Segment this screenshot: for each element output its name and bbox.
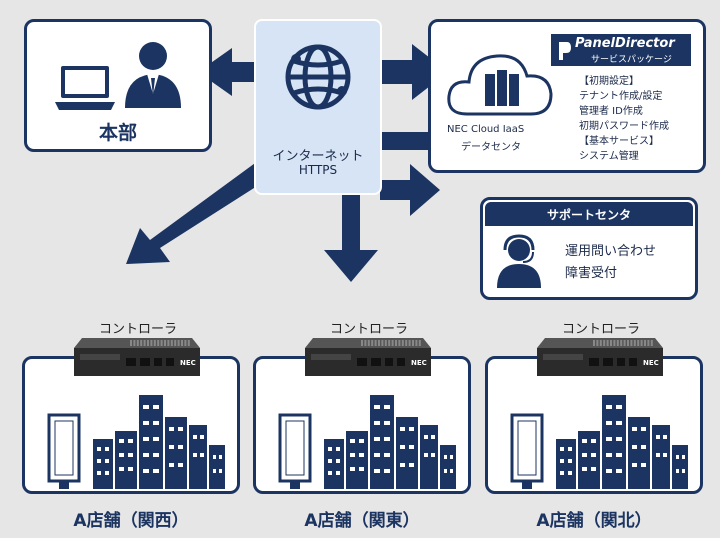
controller-label: コントローラ bbox=[561, 322, 640, 337]
support-title: サポートセンタ bbox=[546, 208, 631, 222]
globe-icon bbox=[285, 44, 351, 110]
hq-label: 本部 bbox=[98, 122, 137, 144]
support-line1: 運用問い合わせ bbox=[565, 244, 657, 259]
headset-person-icon bbox=[497, 234, 541, 288]
device-brand-label: NEC bbox=[411, 359, 427, 367]
person-icon bbox=[125, 42, 181, 108]
brand-name: PanelDirector bbox=[575, 36, 675, 51]
service-item: システム管理 bbox=[579, 151, 639, 162]
service-item: 管理者 ID作成 bbox=[579, 106, 643, 117]
device-brand-label: NEC bbox=[180, 359, 196, 367]
store-buildings-icon bbox=[47, 395, 225, 489]
cloud-box: PanelDirector サービスパッケージ NEC Cloud IaaS デ… bbox=[428, 19, 706, 173]
store-name: A店舗（関北） bbox=[536, 511, 652, 531]
controller-device-icon bbox=[74, 338, 200, 376]
device-brand-label: NEC bbox=[643, 359, 659, 367]
service-item: 【初期設定】 bbox=[579, 76, 639, 87]
controller-label: コントローラ bbox=[98, 322, 177, 337]
store-buildings-icon bbox=[510, 395, 688, 489]
arrow-to-support bbox=[380, 164, 440, 216]
datacenter-line2: データセンタ bbox=[461, 142, 521, 153]
datacenter-line1: NEC Cloud IaaS bbox=[447, 124, 525, 135]
panel-director-logo: PanelDirector サービスパッケージ bbox=[551, 34, 691, 66]
support-header: サポートセンタ bbox=[485, 202, 693, 226]
arrow-to-hq bbox=[198, 48, 255, 96]
connector-to-cloud-mid bbox=[380, 132, 430, 150]
arrow-to-store-kanto bbox=[324, 190, 378, 282]
store-box bbox=[22, 356, 240, 494]
internet-label: インターネット bbox=[272, 149, 364, 164]
service-item: テナント作成/設定 bbox=[579, 91, 663, 102]
store-box bbox=[253, 356, 471, 494]
hq-box: 本部 bbox=[24, 19, 212, 152]
support-box: サポートセンタ 運用問い合わせ 障害受付 bbox=[480, 197, 698, 300]
controller-device-icon bbox=[305, 338, 431, 376]
store-name: A店舗（関東） bbox=[304, 511, 420, 531]
arrow-to-cloud-top bbox=[380, 44, 448, 100]
controller-label: コントローラ bbox=[329, 322, 408, 337]
store-buildings-icon bbox=[278, 395, 456, 489]
store-name: A店舗（関西） bbox=[73, 511, 189, 531]
brand-sub: サービスパッケージ bbox=[591, 55, 672, 65]
logo-mark-icon bbox=[559, 42, 571, 60]
store-box bbox=[485, 356, 703, 494]
service-item: 【基本サービス】 bbox=[579, 136, 659, 147]
cloud-icon bbox=[447, 54, 553, 116]
laptop-icon bbox=[55, 66, 115, 110]
service-list: 【初期設定】テナント作成/設定管理者 ID作成初期パスワード作成【基本サービス】… bbox=[579, 74, 669, 164]
controller-device-icon bbox=[537, 338, 663, 376]
service-item: 初期パスワード作成 bbox=[579, 121, 669, 132]
arrow-to-store-kansai bbox=[126, 158, 276, 264]
support-line2: 障害受付 bbox=[565, 266, 618, 281]
internet-box: インターネット HTTPS bbox=[254, 19, 382, 195]
https-label: HTTPS bbox=[298, 163, 338, 177]
